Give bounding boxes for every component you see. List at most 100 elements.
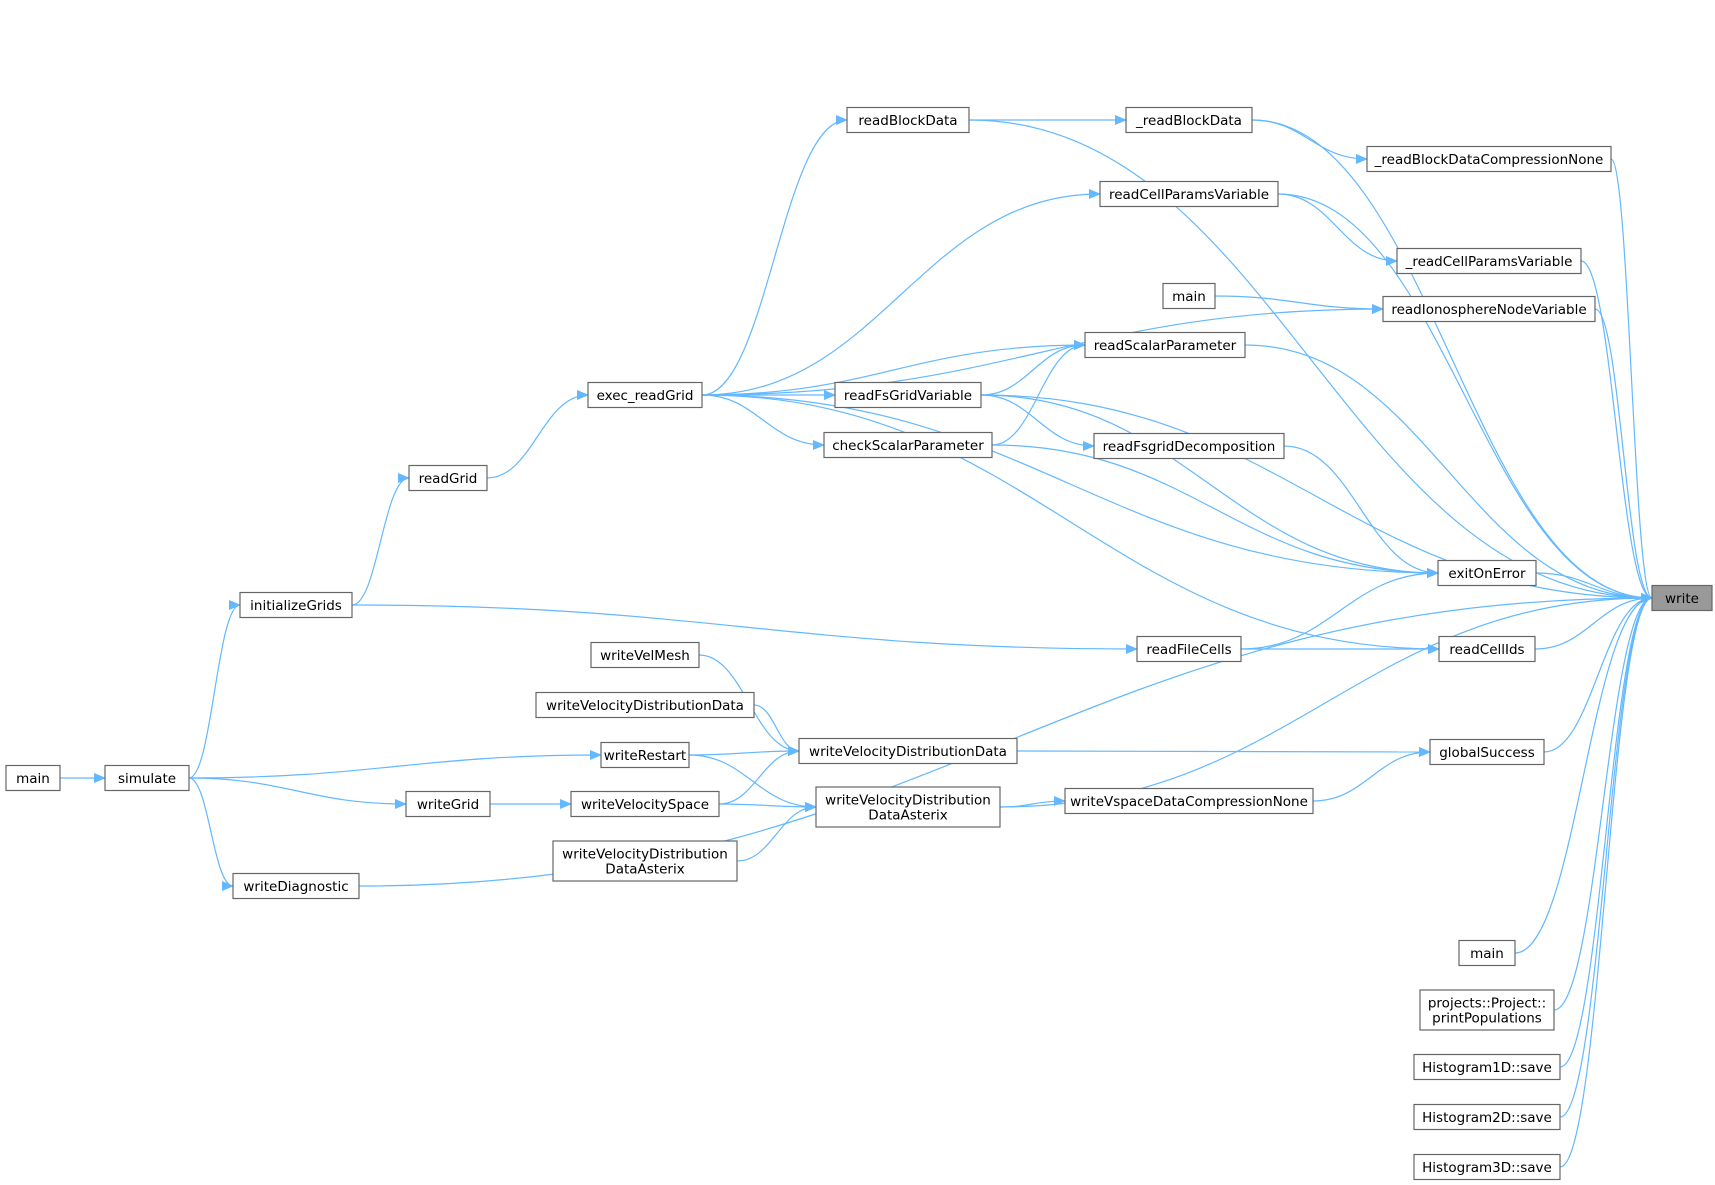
node-label: writeVelocityDistributionData <box>809 744 1007 760</box>
nodes-layer: write readBlockData _readBlockData _readBlo… <box>5 106 1713 1181</box>
node-initializeGrids[interactable]: initializeGrids <box>239 591 353 619</box>
edge-hist2d-to-write <box>1559 593 1653 1118</box>
node-label: checkScalarParameter <box>832 438 984 454</box>
edge-readFsGridVariable-to-readScalarParameter <box>980 340 1086 396</box>
node-readFsGridVariable[interactable]: readFsGridVariable <box>834 381 982 409</box>
node-hist2d[interactable]: Histogram2D::save <box>1413 1103 1561 1131</box>
node-globalSuccess[interactable]: globalSuccess <box>1429 738 1545 766</box>
node-label: main <box>1172 289 1206 305</box>
node-box <box>1651 584 1713 612</box>
edge-writeVelocityDistributionData_a-to-writeVelocityDistributionData_b <box>753 704 800 756</box>
node-label: writeVelocityDistributionData <box>546 698 744 714</box>
node-label: readIonosphereNodeVariable <box>1391 302 1586 318</box>
edge-simulate-to-writeRestart <box>188 750 602 779</box>
node-writeRestart[interactable]: writeRestart <box>600 741 690 769</box>
node-box <box>600 741 690 769</box>
node-readFsgridDecomposition[interactable]: readFsgridDecomposition <box>1093 432 1285 460</box>
node-box <box>1099 180 1279 208</box>
edge-readCellIds-to-write <box>1534 593 1653 650</box>
edge-hist3d-to-write <box>1559 593 1653 1168</box>
node-box <box>1438 635 1536 663</box>
node-main_bottom[interactable]: main <box>1458 939 1516 967</box>
node-box <box>232 872 360 900</box>
node-readScalarParameter[interactable]: readScalarParameter <box>1084 331 1246 359</box>
node-simulate[interactable]: simulate <box>104 764 190 792</box>
node-box <box>815 786 1001 828</box>
edge-exec_readGrid-to-readCellIds <box>701 394 1440 654</box>
edge-writeRestart-to-writeVelocityDistributionDataAsterix_a <box>688 754 817 812</box>
edge-writeVelocityDistributionDataAsterix_b-to-writeVelocityDistributionDataAsterix_a <box>736 802 817 862</box>
node-label: _readCellParamsVariable <box>1405 254 1573 270</box>
edges-layer <box>60 115 1653 1168</box>
edge-exec_readGrid-to-checkScalarParameter <box>701 394 825 450</box>
edge-readBlockData-to-write <box>968 119 1653 603</box>
node-label: readCellIds <box>1449 642 1524 658</box>
edge-simulate-to-writeDiagnostic <box>188 777 234 891</box>
node-box <box>1366 145 1612 173</box>
node-exitOnError[interactable]: exitOnError <box>1437 559 1537 587</box>
node-box <box>1162 282 1216 310</box>
node-_readBlockData[interactable]: _readBlockData <box>1125 106 1253 134</box>
edge-readScalarParameter-to-write <box>1244 344 1653 603</box>
node-label: exitOnError <box>1448 566 1526 582</box>
edge-checkScalarParameter-to-readScalarParameter <box>991 340 1086 446</box>
edge-exec_readGrid-to-exitOnError <box>701 394 1439 578</box>
edge-_readCellParamsVariable-to-write <box>1580 260 1653 603</box>
node-writeVelMesh[interactable]: writeVelMesh <box>590 641 700 669</box>
node-hist3d[interactable]: Histogram3D::save <box>1413 1153 1561 1181</box>
node-box <box>570 790 720 818</box>
node-readFileCells[interactable]: readFileCells <box>1136 635 1242 663</box>
node-writeDiagnostic[interactable]: writeDiagnostic <box>232 872 360 900</box>
edge-readFsGridVariable-to-readFsgridDecomposition <box>980 394 1095 451</box>
edge-readCellParamsVariable-to-write <box>1277 193 1653 603</box>
node-readIonosphereNodeVariable[interactable]: readIonosphereNodeVariable <box>1382 295 1596 323</box>
node-writeGrid[interactable]: writeGrid <box>405 790 491 818</box>
node-label: simulate <box>118 771 176 787</box>
edge-readFileCells-to-exitOnError <box>1240 568 1439 650</box>
node-box <box>1396 247 1582 275</box>
node-readCellIds[interactable]: readCellIds <box>1438 635 1536 663</box>
edge-readGrid-to-exec_readGrid <box>486 390 589 479</box>
node-checkScalarParameter[interactable]: checkScalarParameter <box>823 431 993 459</box>
node-box <box>552 840 738 882</box>
node-label: readScalarParameter <box>1094 338 1237 354</box>
edge-exitOnError-to-write <box>1535 572 1653 603</box>
edge-globalSuccess-to-write <box>1543 593 1653 753</box>
edge-readFsgridDecomposition-to-exitOnError <box>1283 445 1439 578</box>
node-printPopulations[interactable]: projects::Project::printPopulations <box>1419 989 1555 1031</box>
edge-simulate-to-initializeGrids <box>188 600 241 779</box>
node-label: writeRestart <box>604 748 686 764</box>
node-label: printPopulations <box>1432 1011 1542 1027</box>
node-hist1d[interactable]: Histogram1D::save <box>1413 1053 1561 1081</box>
node-box <box>535 691 755 719</box>
node-main_iono[interactable]: main <box>1162 282 1216 310</box>
node-_readBlockDataCompressionNone[interactable]: _readBlockDataCompressionNone <box>1366 145 1612 173</box>
edge-writeVspaceDataCompressionNone-to-globalSuccess <box>1312 747 1431 802</box>
node-box <box>1136 635 1242 663</box>
node-box <box>587 381 703 409</box>
node-label: main <box>16 771 50 787</box>
node-writeVelocityDistributionData_a[interactable]: writeVelocityDistributionData <box>535 691 755 719</box>
node-_readCellParamsVariable[interactable]: _readCellParamsVariable <box>1396 247 1582 275</box>
node-write[interactable]: write <box>1651 584 1713 612</box>
node-label: DataAsterix <box>605 862 684 878</box>
node-exec_readGrid[interactable]: exec_readGrid <box>587 381 703 409</box>
node-label: writeDiagnostic <box>243 879 348 895</box>
edge-checkScalarParameter-to-exitOnError <box>991 444 1439 578</box>
node-label: readFsgridDecomposition <box>1103 439 1276 455</box>
node-box <box>1413 1153 1561 1181</box>
edge-readFsGridVariable-to-write <box>980 394 1653 603</box>
node-writeVelocityDistributionData_b[interactable]: writeVelocityDistributionData <box>798 737 1018 765</box>
node-writeVelocitySpace[interactable]: writeVelocitySpace <box>570 790 720 818</box>
node-main_left[interactable]: main <box>5 764 61 792</box>
node-writeVspaceDataCompressionNone[interactable]: writeVspaceDataCompressionNone <box>1064 787 1314 815</box>
node-box <box>405 790 491 818</box>
node-box <box>1084 331 1246 359</box>
node-readGrid[interactable]: readGrid <box>408 464 488 492</box>
edge-writeVelocityDistributionDataAsterix_a-to-writeVspaceDataCompressionNone <box>999 796 1066 808</box>
node-readCellParamsVariable[interactable]: readCellParamsVariable <box>1099 180 1279 208</box>
node-readBlockData[interactable]: readBlockData <box>846 106 970 134</box>
